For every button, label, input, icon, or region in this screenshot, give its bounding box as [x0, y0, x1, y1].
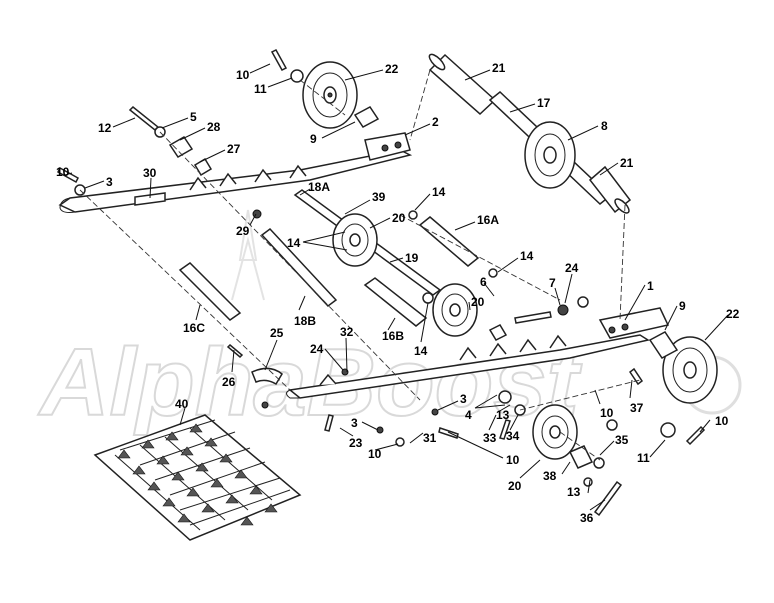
track-40 [93, 414, 302, 541]
wheel-22-upper [302, 61, 358, 129]
label-23: 23 [349, 436, 363, 450]
left-rail [58, 132, 413, 213]
label-14: 14 [432, 185, 446, 199]
label-24: 24 [310, 342, 324, 356]
label-21: 21 [492, 61, 506, 75]
wheel-20-mid [332, 213, 378, 267]
label-25: 25 [270, 326, 284, 340]
callout-labels: 10 11 22 21 17 8 21 9 2 12 5 28 27 10 3 … [56, 61, 740, 525]
label-36: 36 [580, 511, 594, 525]
label-16B: 16B [382, 329, 404, 343]
label-39: 39 [372, 190, 386, 204]
label-16A: 16A [477, 213, 499, 227]
label-20: 20 [471, 295, 485, 309]
label-10: 10 [506, 453, 520, 467]
label-37: 37 [630, 401, 644, 415]
label-9: 9 [679, 299, 686, 313]
label-3: 3 [351, 416, 358, 430]
label-19: 19 [405, 251, 419, 265]
label-5: 5 [190, 110, 197, 124]
label-10: 10 [236, 68, 250, 82]
label-20: 20 [508, 479, 522, 493]
label-6: 6 [480, 275, 487, 289]
label-4: 4 [465, 408, 472, 422]
wheel-8 [524, 121, 576, 189]
label-14: 14 [414, 344, 428, 358]
leader-lines [64, 63, 729, 511]
label-21: 21 [620, 156, 634, 170]
label-35: 35 [615, 433, 629, 447]
label-24: 24 [565, 261, 579, 275]
label-38: 38 [543, 469, 557, 483]
watermark-text: AlphaBoost [38, 329, 583, 436]
label-22: 22 [726, 307, 740, 321]
label-7: 7 [549, 276, 556, 290]
label-33: 33 [483, 431, 497, 445]
wheels [302, 61, 718, 460]
label-31: 31 [423, 431, 437, 445]
label-13: 13 [496, 408, 510, 422]
label-17: 17 [537, 96, 551, 110]
label-2: 2 [432, 115, 439, 129]
label-18B: 18B [294, 314, 316, 328]
watermark: AlphaBoost [37, 209, 742, 437]
label-40: 40 [175, 397, 189, 411]
label-14: 14 [287, 236, 301, 250]
label-29: 29 [236, 224, 250, 238]
assembly-lines [79, 69, 641, 461]
wheel-20-low [432, 283, 478, 337]
label-28: 28 [207, 120, 221, 134]
right-rail [286, 307, 670, 399]
label-11: 11 [254, 82, 267, 96]
label-8: 8 [601, 119, 608, 133]
hardware [57, 49, 706, 517]
label-26: 26 [222, 375, 236, 389]
label-14: 14 [520, 249, 534, 263]
label-3: 3 [460, 392, 467, 406]
label-9: 9 [310, 132, 317, 146]
label-27: 27 [227, 142, 241, 156]
wheel-22-right [662, 336, 718, 404]
label-10: 10 [368, 447, 382, 461]
label-10: 10 [56, 165, 70, 179]
label-12: 12 [98, 121, 112, 135]
label-11: 11 [637, 451, 650, 465]
label-22: 22 [385, 62, 399, 76]
label-32: 32 [340, 325, 354, 339]
label-13: 13 [567, 485, 581, 499]
label-1: 1 [647, 279, 654, 293]
label-3: 3 [106, 175, 113, 189]
label-10: 10 [600, 406, 614, 420]
label-16C: 16C [183, 321, 205, 335]
label-20: 20 [392, 211, 406, 225]
label-34: 34 [506, 429, 520, 443]
label-18A: 18A [308, 180, 330, 194]
label-10: 10 [715, 414, 729, 428]
label-30: 30 [143, 166, 157, 180]
wheel-20-bottom [532, 404, 578, 460]
